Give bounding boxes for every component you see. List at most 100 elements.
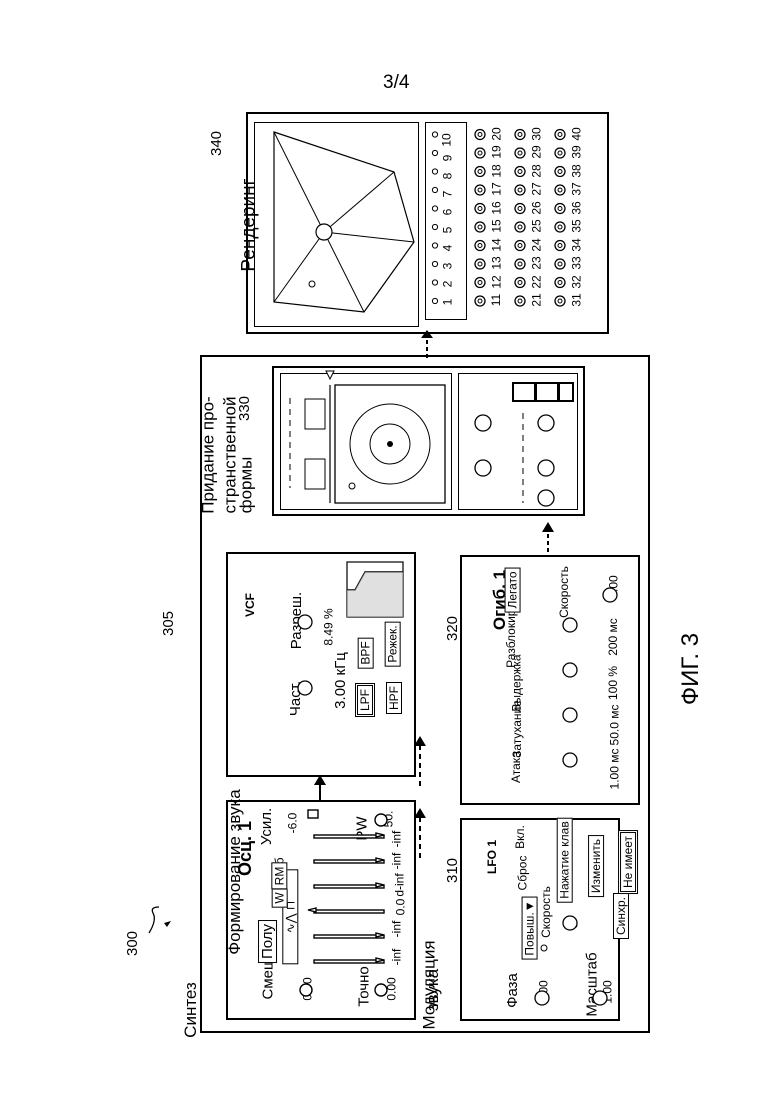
num: 1 xyxy=(440,299,454,306)
num: 4 xyxy=(440,245,454,252)
render-knob[interactable] xyxy=(475,296,485,306)
render-knob-inner xyxy=(518,188,522,192)
render-knob[interactable] xyxy=(475,185,485,195)
render-knob-inner xyxy=(478,281,482,285)
knob-number: 40 xyxy=(570,127,584,140)
render-knob-inner xyxy=(518,151,522,155)
knob-number: 31 xyxy=(570,293,584,306)
vcf-filter-graph xyxy=(345,560,405,620)
spatial-pan-view[interactable] xyxy=(280,373,452,510)
ref-300-arrow xyxy=(147,905,177,935)
render-knob[interactable] xyxy=(555,204,565,214)
arrow-mod-2 xyxy=(410,808,430,858)
render-knob-inner xyxy=(558,207,562,211)
lfo-none-button[interactable]: Не имеет xyxy=(618,830,638,894)
render-knob[interactable] xyxy=(475,167,485,177)
render-knob-inner xyxy=(518,207,522,211)
render-knob-inner xyxy=(518,170,522,174)
num: 10 xyxy=(440,133,454,146)
render-knob[interactable] xyxy=(555,296,565,306)
vcf-hpf-button[interactable]: HPF xyxy=(386,682,402,714)
knob-number: 38 xyxy=(570,164,584,177)
render-knob-inner xyxy=(478,188,482,192)
render-knob[interactable] xyxy=(555,241,565,251)
render-knob-inner xyxy=(478,299,482,303)
spatial-title-1: Придание про- xyxy=(199,396,219,513)
knob-number: 11 xyxy=(489,294,503,306)
knob-number: 25 xyxy=(530,219,544,232)
num: 6 xyxy=(440,209,454,216)
knob-number: 17 xyxy=(490,182,504,195)
vcf-lpf-button[interactable]: LPF xyxy=(355,683,375,717)
ref-340: 340 xyxy=(208,131,225,156)
render-knob[interactable] xyxy=(475,278,485,288)
knob-number: 32 xyxy=(570,275,584,288)
render-knob-inner xyxy=(478,207,482,211)
render-knob-inner xyxy=(558,244,562,248)
render-knob[interactable] xyxy=(555,278,565,288)
sheet-number: 3/4 xyxy=(383,72,409,94)
lfo-knobs[interactable] xyxy=(460,818,620,1021)
num: 5 xyxy=(440,227,454,234)
osc-slider-val-1: -inf xyxy=(389,949,403,966)
render-knob[interactable] xyxy=(515,167,525,177)
render-knob[interactable] xyxy=(515,241,525,251)
render-knob-inner xyxy=(518,133,522,137)
slider-number-col: 1 2 3 4 5 6 7 8 9 10 xyxy=(430,125,465,320)
synth-title: Синтез xyxy=(181,982,201,1038)
render-shape xyxy=(254,122,419,327)
knob-number: 33 xyxy=(570,256,584,269)
render-knob[interactable] xyxy=(515,259,525,269)
rendering-title: Рендеринг xyxy=(239,178,261,271)
render-knob-inner xyxy=(478,133,482,137)
render-knob-inner xyxy=(558,262,562,266)
render-knob[interactable] xyxy=(555,259,565,269)
vcf-knobs[interactable] xyxy=(290,600,320,680)
knob-number: 39 xyxy=(570,145,584,158)
render-knob-inner xyxy=(558,151,562,155)
spatial-knobs[interactable] xyxy=(458,373,578,510)
knob-number: 29 xyxy=(530,145,544,158)
knob-number: 28 xyxy=(530,164,544,177)
render-knob[interactable] xyxy=(475,204,485,214)
vcf-freq-val: 3.00 кГц xyxy=(332,652,349,709)
arrow-env-spatial xyxy=(538,522,558,552)
env-knobs[interactable] xyxy=(460,555,640,805)
num: 2 xyxy=(440,281,454,288)
render-knob[interactable] xyxy=(515,222,525,232)
render-knob[interactable] xyxy=(475,222,485,232)
ref-305: 305 xyxy=(160,611,177,636)
render-knob-inner xyxy=(478,225,482,229)
figure-caption: ФИГ. 3 xyxy=(677,633,705,705)
render-knob[interactable] xyxy=(515,148,525,158)
vcf-bpf-button[interactable]: BPF xyxy=(358,637,374,668)
render-knob[interactable] xyxy=(555,167,565,177)
render-knob[interactable] xyxy=(475,148,485,158)
knob-number: 18 xyxy=(490,164,504,177)
render-knob[interactable] xyxy=(475,130,485,140)
render-knob-inner xyxy=(518,225,522,229)
render-knob[interactable] xyxy=(475,259,485,269)
knob-number: 27 xyxy=(530,182,544,195)
render-knob[interactable] xyxy=(555,185,565,195)
knob-number: 21 xyxy=(530,293,544,306)
render-knob[interactable] xyxy=(555,222,565,232)
osc-slider-val-2: -inf xyxy=(389,921,403,938)
num: 9 xyxy=(440,155,454,162)
render-knob[interactable] xyxy=(555,130,565,140)
knob-number: 26 xyxy=(530,201,544,214)
render-knob[interactable] xyxy=(515,296,525,306)
render-knob[interactable] xyxy=(555,148,565,158)
render-knob[interactable] xyxy=(515,130,525,140)
osc-sliders[interactable] xyxy=(226,800,416,1020)
render-knob[interactable] xyxy=(515,204,525,214)
render-knob[interactable] xyxy=(515,185,525,195)
render-knob-inner xyxy=(558,225,562,229)
render-knob-inner xyxy=(558,133,562,137)
render-knob[interactable] xyxy=(475,241,485,251)
knob-number: 23 xyxy=(530,256,544,269)
vcf-mode-button[interactable]: Режек. xyxy=(385,621,401,666)
render-knob[interactable] xyxy=(515,278,525,288)
knob-number: 14 xyxy=(490,238,504,251)
knob-number: 19 xyxy=(490,145,504,158)
